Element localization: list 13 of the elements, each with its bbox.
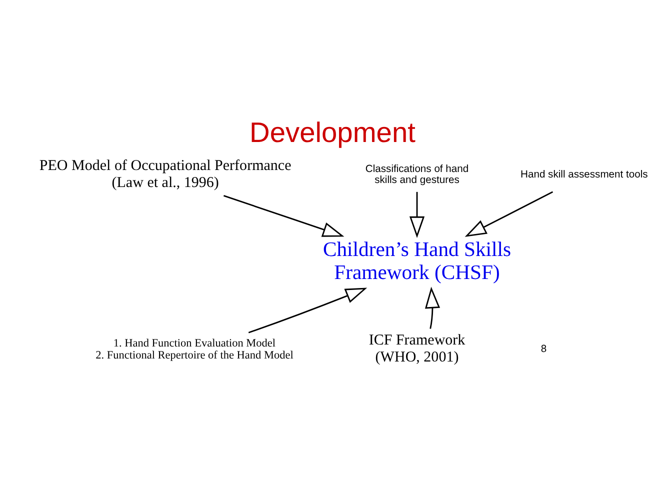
node-text: PEO Model of Occupational Performance (Law et al., 1996)	[39, 158, 292, 190]
arrow	[248, 287, 368, 333]
arrow	[464, 190, 554, 236]
diagram-title: Development	[250, 116, 416, 148]
node-text: Children’s Hand Skills Framework (CHSF)	[322, 238, 512, 284]
node-text: 1. Hand Function Evaluation Model 2. Functional Repertoire of the Hand Model	[96, 336, 294, 362]
node-text: ICF Framework (WHO, 2001)	[368, 332, 466, 366]
node-text: Hand skill assessment tools	[520, 169, 648, 180]
arrow	[224, 194, 344, 236]
arrow	[409, 191, 425, 238]
label: 8	[540, 344, 547, 355]
node-text: Classifications of hand skills and gestures	[365, 163, 469, 186]
arrow	[424, 286, 440, 328]
